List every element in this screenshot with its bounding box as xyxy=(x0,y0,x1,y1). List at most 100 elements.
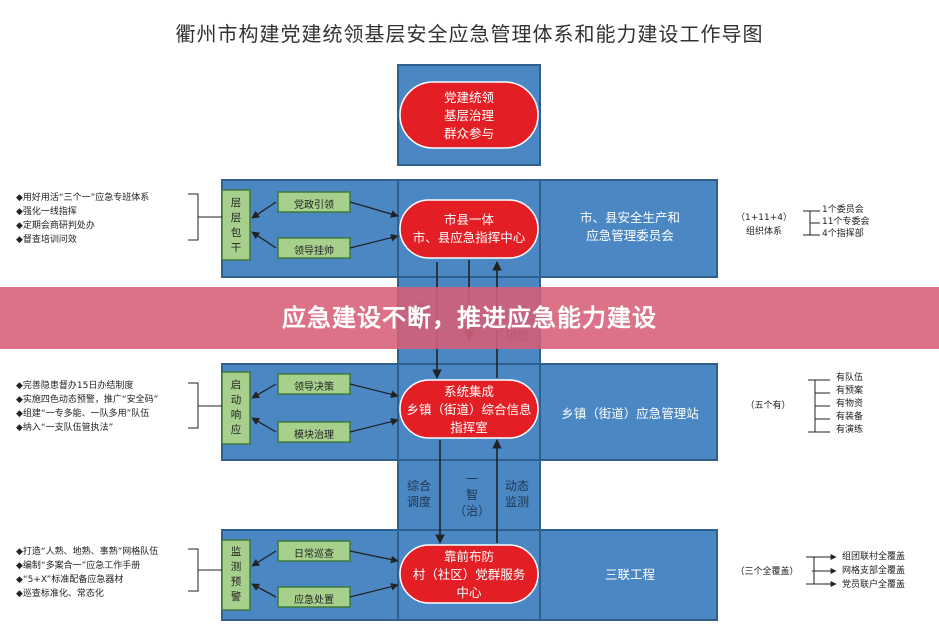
city-command-line-2: 市、县应急指挥中心 xyxy=(412,230,526,245)
right-panel-2-label: （五个有） xyxy=(745,401,791,411)
module-governance-button: 模块治理 xyxy=(294,430,334,441)
label-governance: （治） xyxy=(453,504,490,518)
party-leadership-line-3: 群众参与 xyxy=(443,126,494,141)
label-smart: 智 xyxy=(465,488,478,502)
bullet-item: ◆定期会商研判处办 xyxy=(16,221,95,231)
left-panel-3-vertical: 监 测 预 警 xyxy=(222,545,250,605)
party-leadership-line-2: 基层治理 xyxy=(443,108,494,123)
vertical-char: 包 xyxy=(230,227,242,239)
bullet-text: 纳入“一支队伍管执法” xyxy=(22,423,114,433)
emergency-response-button: 应急处置 xyxy=(294,595,334,606)
right-bracket-2 xyxy=(808,379,830,433)
village-service-box xyxy=(399,544,539,604)
bullet-text: 实施四色动态预警，推广“安全码” xyxy=(22,395,159,405)
bullet-text: 组建“一专多能、一队多用”队伍 xyxy=(22,409,150,419)
bullet-text: 巡查标准化、常态化 xyxy=(22,589,104,599)
village-service-line-3: 中心 xyxy=(456,585,482,600)
label-one-smart: 一 智 （治） xyxy=(452,471,492,519)
bullet-item: ◆编制“多案合一”应急工作手册 xyxy=(16,561,141,571)
daily-patrol-button: 日常巡查 xyxy=(294,549,334,560)
bullet-text: 打造“人熟、地熟、事熟”网格队伍 xyxy=(22,547,159,557)
city-command-line-1: 市县一体 xyxy=(443,212,494,227)
vertical-char: 层 xyxy=(230,212,242,224)
party-leadership-box xyxy=(399,81,539,149)
org-system-text: 组织体系 xyxy=(745,227,782,237)
bullet-text: 定期会商研判处办 xyxy=(22,221,95,231)
label-dynamic-monitor: 动态 监测 xyxy=(500,478,534,510)
page-title: 衢州市构建党建统领基层安全应急管理体系和能力建设工作导图 xyxy=(175,22,764,46)
label-one: 一 xyxy=(465,472,478,486)
bullet-item: ◆打造“人熟、地熟、事熟”网格队伍 xyxy=(16,547,159,557)
list-item: 网格支部全覆盖 xyxy=(842,566,906,576)
village-service-text: 靠前布防 村（社区）党群服务 中心 xyxy=(400,548,538,602)
bullet-item: ◆实施四色动态预警，推广“安全码” xyxy=(16,395,159,405)
right-panel-3-label: （三个全覆盖） xyxy=(735,567,799,577)
three-link-label: 三联工程 xyxy=(604,567,655,582)
right-panel-2-items: 有队伍 有预案 有物资 有装备 有演练 xyxy=(836,372,863,437)
vertical-char: 测 xyxy=(230,561,242,573)
city-command-text: 市县一体 市、县应急指挥中心 xyxy=(400,211,538,247)
list-item: 有预案 xyxy=(836,386,864,396)
village-service-line-2: 村（社区）党群服务 xyxy=(412,567,526,582)
bullet-text: 督查培训问效 xyxy=(22,235,77,245)
vertical-char: 监 xyxy=(230,546,242,558)
left-bracket-2 xyxy=(188,382,222,429)
label-dispatch-2: 调度 xyxy=(406,495,431,509)
left-panel-1-vertical: 层 层 包 干 xyxy=(222,196,250,256)
vertical-char: 应 xyxy=(230,424,242,436)
list-item: 有装备 xyxy=(836,412,864,422)
town-command-line-3: 指挥室 xyxy=(450,420,488,435)
city-command-box xyxy=(399,199,539,259)
left-panel-2-vertical: 启 动 响 应 xyxy=(222,378,250,438)
label-monitor: 监测 xyxy=(504,495,529,509)
vertical-char: 层 xyxy=(230,197,242,209)
bullet-item: ◆组建“一专多能、一队多用”队伍 xyxy=(16,409,150,419)
overlay-banner: 应急建设不断，推进应急能力建设 xyxy=(0,287,939,349)
bullet-text: 完善隐患督办15日办结制度 xyxy=(22,381,134,391)
label-comprehensive-dispatch: 综合 调度 xyxy=(402,478,436,510)
list-item: 有队伍 xyxy=(836,373,864,383)
left-panel-1-shapes xyxy=(221,189,399,261)
town-command-line-1: 系统集成 xyxy=(443,384,494,399)
bullet-text: 编制“多案合一”应急工作手册 xyxy=(22,561,141,571)
left-panel-1-bullets: ◆用好用活“三个一”应急专班体系 ◆强化一线指挥 ◆定期会商研判处办 ◆督查培训… xyxy=(16,191,149,247)
vertical-char: 响 xyxy=(230,409,242,421)
party-leadership-line-1: 党建统领 xyxy=(443,90,494,105)
city-committee-text: 市、县安全生产和应急管理委员会 xyxy=(579,210,680,243)
town-command-text: 系统集成 乡镇（街道）综合信息 指挥室 xyxy=(400,383,538,437)
right-panel-3-items: 组团联村全覆盖 网格支部全覆盖 党员联户全覆盖 xyxy=(842,550,905,592)
vertical-char: 预 xyxy=(230,576,242,588)
bullet-item: ◆用好用活“三个一”应急专班体系 xyxy=(16,193,150,203)
vertical-char: 启 xyxy=(230,379,242,391)
bullet-text: “5+X”标准配备应急器材 xyxy=(22,575,124,585)
party-lead-button: 党政引领 xyxy=(294,200,334,211)
party-leadership-text: 党建统领 基层治理 群众参与 xyxy=(400,89,538,143)
list-item: 有物资 xyxy=(836,399,864,409)
right-panel-1-items: 1个委员会 11个专委会 4个指挥部 xyxy=(822,204,869,240)
bullet-item: ◆“5+X”标准配备应急器材 xyxy=(16,575,124,585)
label-dynamic: 动态 xyxy=(504,479,529,493)
bullet-item: ◆巡查标准化、常态化 xyxy=(16,589,104,599)
right-bracket-1 xyxy=(803,210,820,236)
bullet-item: ◆强化一线指挥 xyxy=(16,207,77,217)
list-item: 4个指挥部 xyxy=(822,229,864,239)
bullet-text: 强化一线指挥 xyxy=(22,207,77,217)
town-command-line-2: 乡镇（街道）综合信息 xyxy=(406,402,532,417)
leader-decision-button: 领导决策 xyxy=(294,382,334,393)
list-item: 有演练 xyxy=(836,425,864,435)
city-committee-label: 市、县安全生产和应急管理委员会 xyxy=(550,209,710,245)
bullet-text: 用好用活“三个一”应急专班体系 xyxy=(22,193,150,203)
left-bracket-3 xyxy=(188,548,222,592)
left-panel-3-shapes xyxy=(221,539,399,611)
list-item: 组团联村全覆盖 xyxy=(842,552,906,562)
vertical-char: 干 xyxy=(230,242,242,254)
bullet-item: ◆纳入“一支队伍管执法” xyxy=(16,423,114,433)
left-bracket-1 xyxy=(188,193,222,241)
vertical-char: 警 xyxy=(230,591,242,603)
bullet-item: ◆督查培训问效 xyxy=(16,235,77,245)
village-service-line-1: 靠前布防 xyxy=(443,549,494,564)
left-panel-2-bullets: ◆完善隐患督办15日办结制度 ◆实施四色动态预警，推广“安全码” ◆组建“一专多… xyxy=(16,379,158,435)
list-item: 1个委员会 xyxy=(822,205,864,215)
